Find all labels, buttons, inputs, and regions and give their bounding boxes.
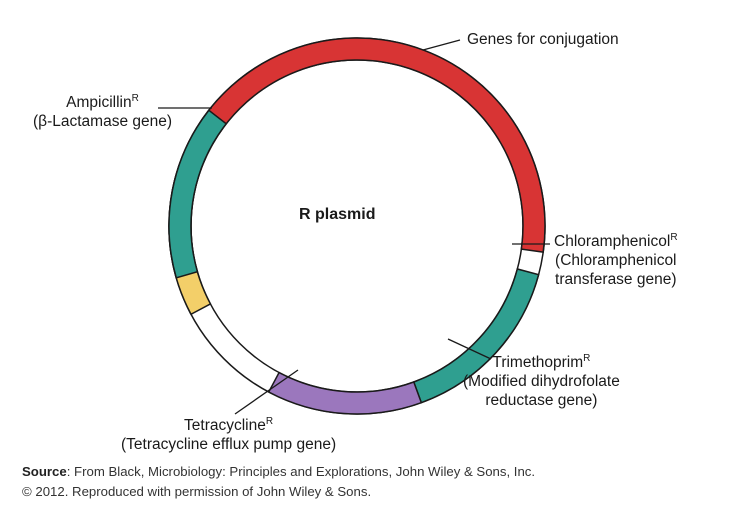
segment-conjugation: [191, 37, 546, 254]
plasmid-center-label: R plasmid: [299, 206, 376, 223]
label-ampicillin-sub: (β-Lactamase gene): [33, 113, 173, 130]
label-tetracycline-sub: (Tetracycline efflux pump gene): [121, 436, 337, 453]
plasmid-diagram: R plasmid Genes for conjugation Ampicill…: [33, 30, 678, 454]
label-chloramphenicol-sup: R: [670, 232, 678, 243]
label-trimethoprim-sub1: (Modified dihydrofolate: [463, 373, 620, 390]
label-trimethoprim-sup: R: [583, 353, 591, 364]
label-chloramphenicol-name: Chloramphenicol: [554, 233, 671, 250]
source-line-2: © 2012. Reproduced with permission of Jo…: [22, 484, 372, 499]
ring-inner-outline: [190, 59, 524, 393]
leader-line-tetracycline: [234, 369, 299, 415]
leader-line-trimethoprim: [447, 338, 492, 360]
leader-line-conjugation: [422, 39, 461, 51]
label-ampicillin-name: Ampicillin: [66, 94, 132, 111]
segment-trimethoprim: [267, 371, 423, 415]
label-ampicillin-sup: R: [131, 93, 139, 104]
source-line-1-text: : From Black, Microbiology: Principles a…: [66, 464, 536, 479]
source-prefix: Source: [22, 464, 67, 479]
label-chloramphenicol: ChloramphenicolR (Chloramphenicol transf…: [554, 232, 678, 289]
label-conjugation-text: Genes for conjugation: [467, 31, 619, 48]
segment-tetracycline: [168, 109, 228, 279]
label-ampicillin: AmpicillinR (β-Lactamase gene): [33, 93, 172, 131]
label-tetracycline-sup: R: [265, 416, 274, 427]
label-trimethoprim-name: Trimethoprim: [492, 354, 584, 371]
label-chloramphenicol-sub1: (Chloramphenicol: [555, 252, 677, 269]
label-tetracycline: TetracyclineR (Tetracycline efflux pump …: [121, 416, 336, 454]
source-citation: Source: From Black, Microbiology: Princi…: [22, 462, 535, 502]
source-line-1: Source: From Black, Microbiology: Princi…: [22, 462, 535, 482]
label-tetracycline-name: Tetracycline: [184, 417, 266, 434]
label-trimethoprim-sub2: reductase gene): [485, 392, 598, 409]
label-trimethoprim: TrimethoprimR (Modified dihydrofolate re…: [463, 353, 620, 410]
label-chloramphenicol-sub2: transferase gene): [555, 271, 677, 288]
label-conjugation: Genes for conjugation: [467, 30, 619, 49]
plasmid-ring: [158, 37, 550, 415]
